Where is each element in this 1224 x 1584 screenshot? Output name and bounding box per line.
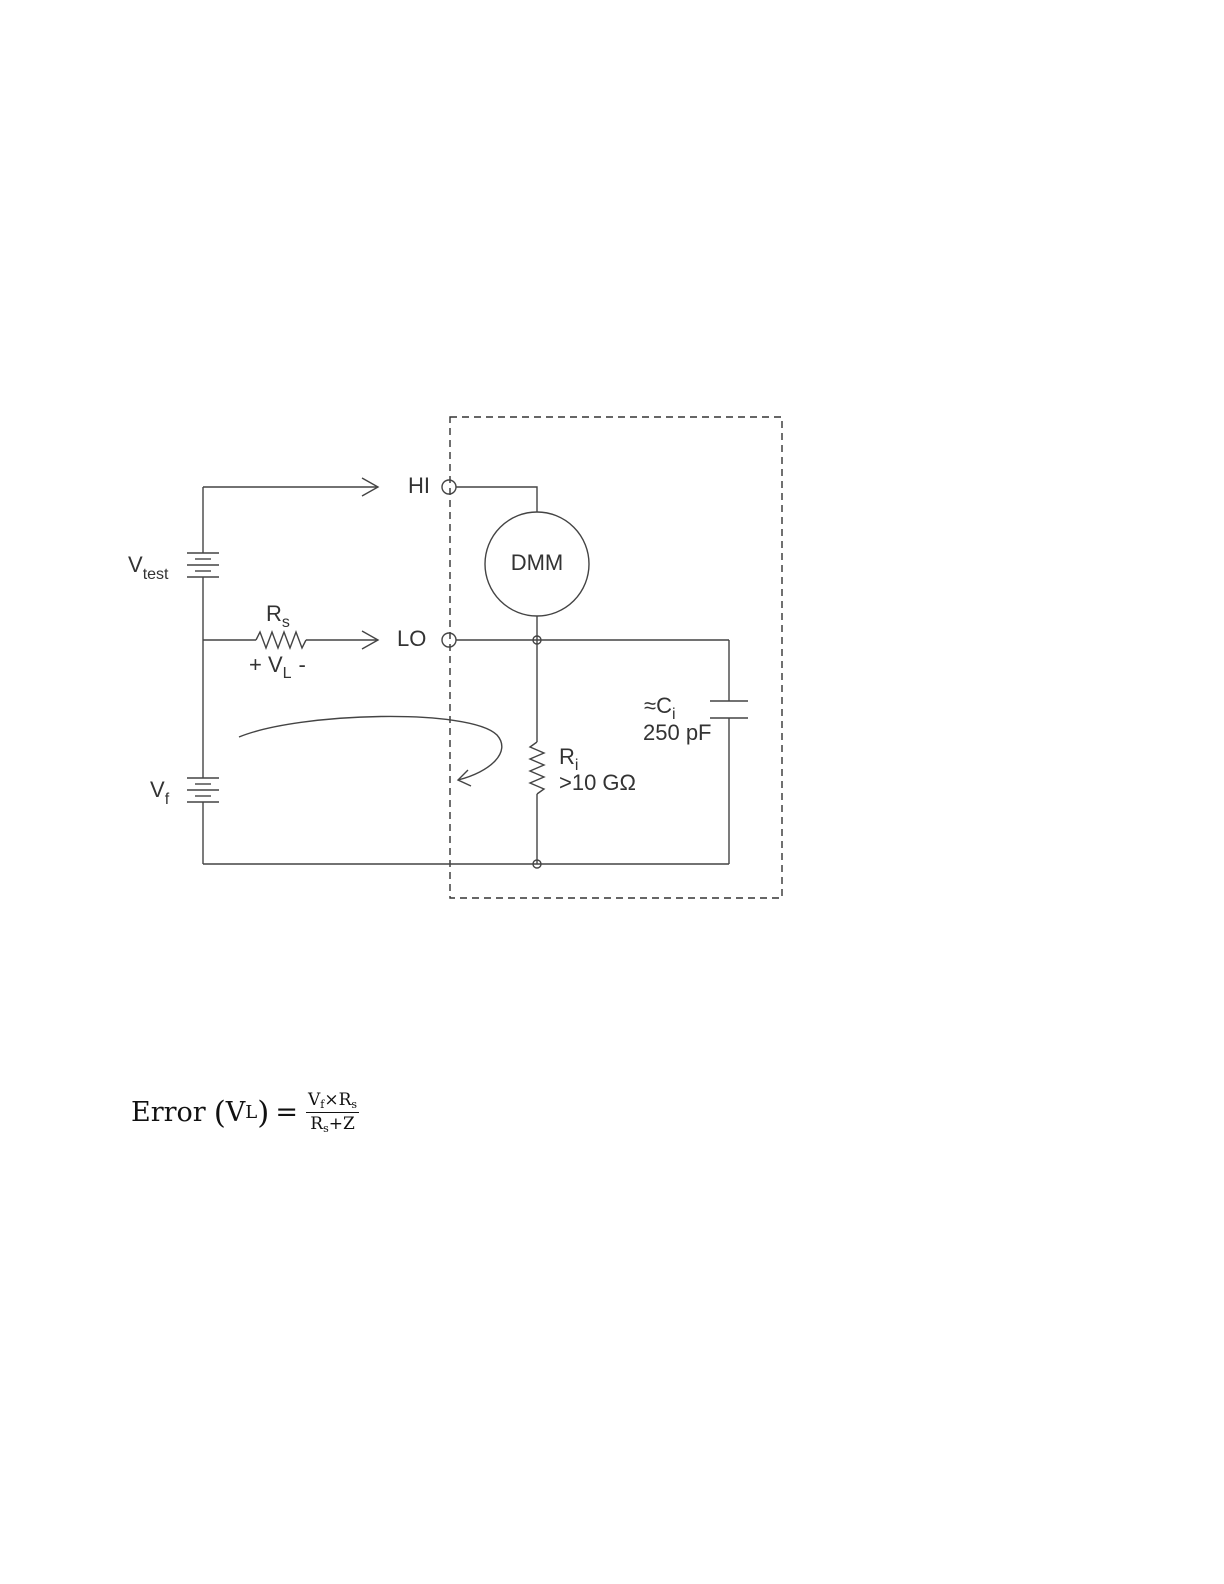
formula-lhs: Error [131,1097,206,1128]
dmm-label: DMM [511,550,564,575]
test-voltage-source [187,487,219,778]
ci-label: ≈Ci [644,693,676,723]
current-path-arrow [239,716,502,786]
formula-lhs-sub: L [245,1102,257,1123]
formula-denominator: Rs+Z [310,1113,355,1135]
input-resistor [530,640,544,864]
formula-lhs-var: V [226,1097,246,1128]
hi-label: HI [408,473,430,498]
ri-value: >10 GΩ [559,770,636,795]
error-formula: Error ( V L ) = Vf×Rs Rs+Z [131,1090,359,1135]
instrument-boundary [450,417,782,898]
hi-terminal [442,480,456,494]
series-resistor-zigzag [256,632,306,648]
vl-label: + VL- [249,652,306,682]
input-capacitor [710,640,748,864]
hi-lead [203,478,378,496]
fault-voltage-source [187,778,219,864]
formula-fraction: Vf×Rs Rs+Z [306,1090,359,1135]
vtest-label: Vtest [128,552,169,583]
lo-lead [203,631,378,649]
lo-label: LO [397,626,426,651]
vf-label: Vf [150,777,170,808]
formula-equals: = [275,1097,298,1128]
formula-numerator: Vf×Rs [306,1090,359,1113]
ci-value: 250 pF [643,720,712,745]
lo-terminal [442,633,456,647]
rs-label: Rs [266,601,290,631]
